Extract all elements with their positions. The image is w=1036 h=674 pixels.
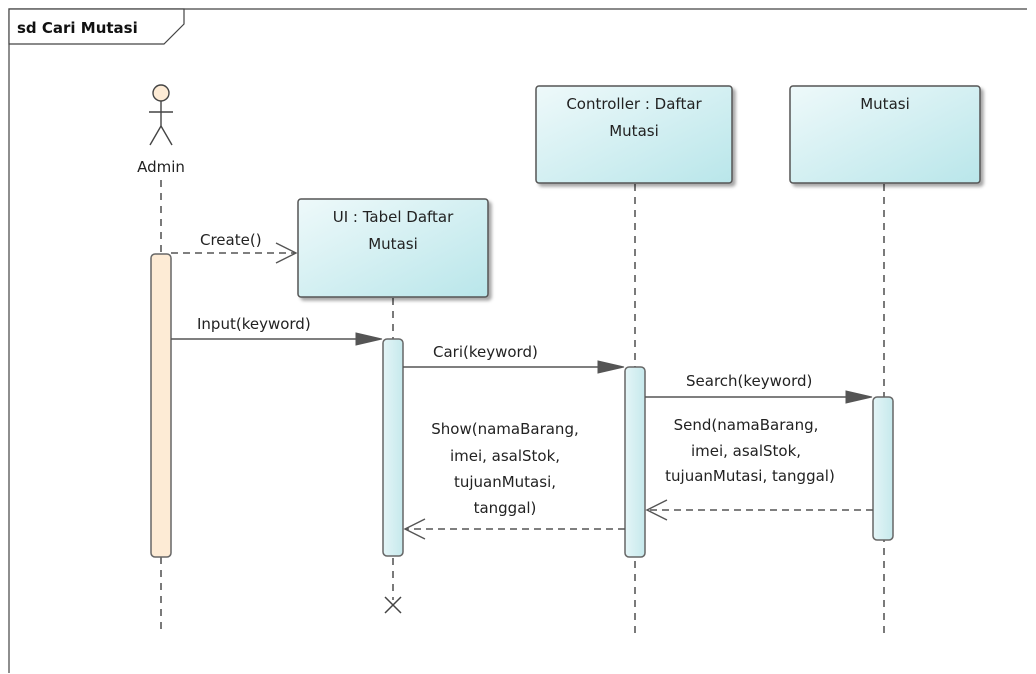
controller-lifeline-box[interactable]: Controller : Daftar Mutasi bbox=[535, 85, 733, 184]
ui-lifeline-box[interactable]: UI : Tabel Daftar Mutasi bbox=[297, 198, 489, 298]
ui-box-label-2: Mutasi bbox=[368, 235, 418, 253]
message-label-show-1: Show(namaBarang, bbox=[431, 420, 578, 438]
message-input[interactable]: Input(keyword) bbox=[171, 315, 383, 346]
filled-arrowhead-icon bbox=[597, 360, 625, 374]
controller-box-label-1: Controller : Daftar bbox=[566, 95, 702, 113]
message-label-input: Input(keyword) bbox=[197, 315, 311, 333]
admin-activation-bar bbox=[150, 253, 172, 558]
message-create[interactable]: Create() bbox=[171, 231, 298, 264]
frame-title: sd Cari Mutasi bbox=[17, 19, 138, 37]
message-cari[interactable]: Cari(keyword) bbox=[403, 343, 625, 374]
stick-figure-icon bbox=[149, 84, 173, 146]
message-label-send-1: Send(namaBarang, bbox=[674, 416, 819, 434]
admin-actor[interactable]: Admin bbox=[137, 84, 185, 176]
ui-box-shape bbox=[297, 198, 489, 298]
actor-label: Admin bbox=[137, 158, 185, 176]
message-search[interactable]: Search(keyword) bbox=[645, 372, 873, 404]
controller-box-shape bbox=[535, 85, 733, 184]
open-arrowhead-icon bbox=[275, 242, 298, 264]
controller-activation-bar bbox=[624, 366, 646, 558]
open-arrowhead-icon bbox=[403, 518, 426, 540]
message-label-send-2: imei, asalStok, bbox=[691, 442, 801, 460]
message-label-show-4: tanggal) bbox=[474, 499, 537, 517]
message-label-search: Search(keyword) bbox=[686, 372, 812, 390]
destroy-x-icon bbox=[384, 596, 402, 614]
message-label-create: Create() bbox=[200, 231, 262, 249]
filled-arrowhead-icon bbox=[355, 332, 383, 346]
ui-activation-bar bbox=[382, 338, 404, 557]
message-show[interactable]: Show(namaBarang, imei, asalStok, tujuanM… bbox=[403, 420, 625, 540]
message-label-show-2: imei, asalStok, bbox=[450, 447, 560, 465]
message-label-send-3: tujuanMutasi, tanggal) bbox=[665, 467, 835, 485]
mutasi-box-label: Mutasi bbox=[860, 95, 910, 113]
message-label-show-3: tujuanMutasi, bbox=[454, 473, 556, 491]
filled-arrowhead-icon bbox=[845, 390, 873, 404]
mutasi-activation-bar bbox=[872, 396, 894, 541]
mutasi-lifeline-box[interactable]: Mutasi bbox=[789, 85, 981, 184]
message-label-cari: Cari(keyword) bbox=[433, 343, 538, 361]
message-send[interactable]: Send(namaBarang, imei, asalStok, tujuanM… bbox=[645, 416, 873, 521]
controller-box-label-2: Mutasi bbox=[609, 122, 659, 140]
sequence-frame: sd Cari Mutasi bbox=[8, 8, 1027, 673]
mutasi-box-shape bbox=[789, 85, 981, 184]
frame-title-tab bbox=[8, 8, 185, 45]
open-arrowhead-icon bbox=[645, 499, 668, 521]
ui-box-label-1: UI : Tabel Daftar bbox=[333, 208, 454, 226]
